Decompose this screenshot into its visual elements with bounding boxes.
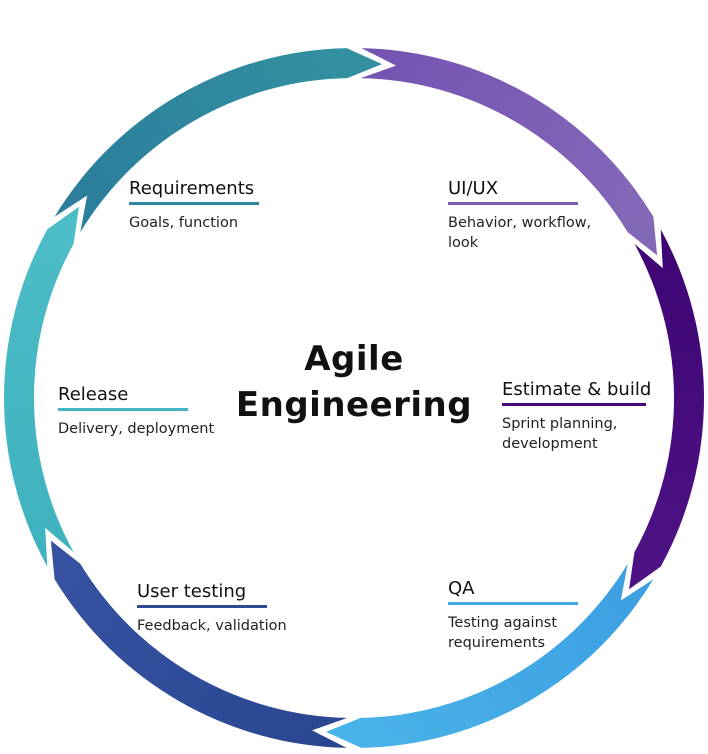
- diagram-title: Agile Engineering: [204, 336, 504, 428]
- stage-description: Delivery, deployment: [58, 421, 215, 437]
- stage-title: QA: [448, 578, 475, 599]
- stage-description: Goals, function: [129, 215, 239, 231]
- ring-segment-user-testing: [50, 540, 348, 748]
- diagram-title-line2: Engineering: [235, 385, 473, 425]
- stage-description: Sprint planning, development: [502, 416, 618, 452]
- stage-title: User testing: [137, 581, 247, 602]
- stage-underline: [448, 202, 578, 205]
- stage-title: Requirements: [129, 178, 255, 199]
- stage-underline: [448, 602, 578, 605]
- stage-underline: [58, 408, 188, 411]
- stage-estimate-build: Estimate & build Sprint planning, develo…: [502, 379, 702, 454]
- stage-user-testing: User testing Feedback, validation: [137, 581, 337, 636]
- stage-requirements: Requirements Goals, function: [129, 178, 329, 233]
- stage-underline: [502, 403, 646, 406]
- ring-segment-estimate-build: [629, 229, 705, 590]
- ring-segment-requirements: [54, 48, 383, 233]
- diagram-title-line1: Agile: [304, 339, 404, 379]
- stage-title: UI/UX: [448, 178, 499, 199]
- stage-underline: [137, 605, 267, 608]
- stage-ui-ux: UI/UX Behavior, workflow, look: [448, 178, 648, 253]
- ring-segment-release: [3, 206, 79, 567]
- stage-title: Estimate & build: [502, 379, 652, 400]
- ring-segment-qa: [325, 563, 654, 748]
- stage-description: Feedback, validation: [137, 618, 287, 634]
- stage-underline: [129, 202, 259, 205]
- stage-description: Testing against requirements: [448, 615, 558, 651]
- stage-title: Release: [58, 384, 129, 405]
- ring-segment-ui-ux: [360, 48, 658, 256]
- stage-release: Release Delivery, deployment: [58, 384, 258, 439]
- stage-qa: QA Testing against requirements: [448, 578, 648, 653]
- stage-description: Behavior, workflow, look: [448, 215, 592, 251]
